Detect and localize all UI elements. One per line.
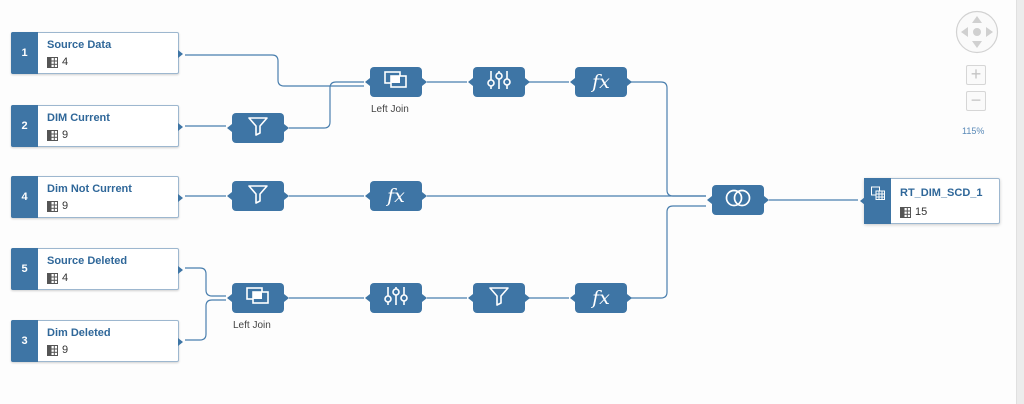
node-number: 5: [11, 248, 38, 290]
calculation-node-middle[interactable]: fx: [365, 181, 427, 211]
join-label-top: Left Join: [371, 104, 409, 115]
join-label-bottom: Left Join: [233, 320, 271, 331]
projection-icon: [486, 69, 512, 96]
source-node-source-data[interactable]: 1 Source Data 4: [11, 32, 183, 74]
wire-dim-deleted-to-join: [185, 299, 226, 341]
source-node-dim-current[interactable]: 2 DIM Current 9: [11, 105, 183, 147]
node-title: Source Data: [47, 39, 112, 51]
node-title: Dim Not Current: [47, 183, 132, 195]
input-port[interactable]: [707, 196, 712, 204]
input-port[interactable]: [227, 294, 232, 302]
target-table-icon: [870, 186, 885, 205]
calculation-icon: fx: [592, 286, 610, 309]
column-count: 4: [47, 272, 68, 284]
output-port[interactable]: [422, 192, 427, 200]
filter-node-dim-current[interactable]: [227, 113, 289, 143]
output-port[interactable]: [764, 196, 769, 204]
node-title: DIM Current: [47, 112, 110, 124]
output-port[interactable]: [178, 123, 183, 131]
input-port[interactable]: [365, 294, 370, 302]
input-port[interactable]: [227, 124, 232, 132]
column-count: 4: [47, 56, 68, 68]
output-port[interactable]: [422, 294, 427, 302]
zoom-out-button[interactable]: −: [966, 91, 986, 111]
source-node-dim-not-current[interactable]: 4 Dim Not Current 9: [11, 176, 183, 218]
table-icon: [900, 206, 911, 218]
vertical-scrollbar[interactable]: [1016, 0, 1024, 404]
output-port[interactable]: [284, 124, 289, 132]
filter-node-bottom[interactable]: [468, 283, 530, 313]
table-icon: [47, 129, 58, 141]
input-port[interactable]: [227, 192, 232, 200]
output-port[interactable]: [178, 266, 183, 274]
output-port[interactable]: [525, 78, 530, 86]
join-node-top[interactable]: [365, 67, 427, 97]
output-port[interactable]: [422, 78, 427, 86]
input-port[interactable]: [570, 294, 575, 302]
input-port[interactable]: [570, 78, 575, 86]
node-title: Source Deleted: [47, 255, 128, 267]
output-port[interactable]: [627, 78, 632, 86]
pan-navigator-icon[interactable]: [955, 10, 999, 54]
node-number: 4: [11, 176, 38, 218]
table-icon: [47, 200, 58, 212]
filter-icon: [247, 116, 269, 141]
calculation-node-top[interactable]: fx: [570, 67, 632, 97]
join-icon: [383, 70, 409, 95]
output-port[interactable]: [178, 194, 183, 202]
target-side-bar: [864, 178, 891, 224]
calculation-node-bottom[interactable]: fx: [570, 283, 632, 313]
table-icon: [47, 56, 58, 68]
table-icon: [47, 272, 58, 284]
input-port[interactable]: [365, 78, 370, 86]
output-port[interactable]: [627, 294, 632, 302]
table-icon: [47, 344, 58, 356]
column-count: 9: [47, 344, 68, 356]
target-node-rt-dim-scd-1[interactable]: RT_DIM_SCD_1 15: [860, 178, 1000, 224]
column-count: 15: [900, 206, 927, 218]
projection-node-bottom[interactable]: [365, 283, 427, 313]
calculation-icon: fx: [387, 184, 405, 207]
calculation-icon: fx: [592, 70, 610, 93]
join-node-bottom[interactable]: [227, 283, 289, 313]
source-node-source-deleted[interactable]: 5 Source Deleted 4: [11, 248, 183, 290]
projection-node-top[interactable]: [468, 67, 530, 97]
node-title: Dim Deleted: [47, 327, 111, 339]
filter-node-dim-not-current[interactable]: [227, 181, 289, 211]
column-count: 9: [47, 200, 68, 212]
input-port[interactable]: [860, 197, 865, 205]
zoom-level: 115%: [962, 126, 985, 136]
union-node[interactable]: [707, 185, 769, 215]
target-title: RT_DIM_SCD_1: [900, 187, 983, 199]
output-port[interactable]: [284, 192, 289, 200]
zoom-in-button[interactable]: +: [966, 65, 986, 85]
output-port[interactable]: [284, 294, 289, 302]
node-number: 1: [11, 32, 38, 74]
union-icon: [724, 188, 752, 213]
projection-icon: [383, 285, 409, 312]
wire-filter-to-join: [289, 81, 364, 129]
wire-source-deleted-to-join: [185, 267, 226, 297]
output-port[interactable]: [525, 294, 530, 302]
filter-icon: [488, 286, 510, 311]
node-number: 2: [11, 105, 38, 147]
source-node-dim-deleted[interactable]: 3 Dim Deleted 9: [11, 320, 183, 362]
input-port[interactable]: [365, 192, 370, 200]
input-port[interactable]: [468, 294, 473, 302]
filter-icon: [247, 184, 269, 209]
wire-calc-to-union-top: [630, 81, 706, 197]
output-port[interactable]: [178, 50, 183, 58]
input-port[interactable]: [468, 78, 473, 86]
column-count: 9: [47, 129, 68, 141]
output-port[interactable]: [178, 338, 183, 346]
join-icon: [245, 286, 271, 311]
node-number: 3: [11, 320, 38, 362]
wire-source-data-to-join: [185, 54, 364, 87]
wire-calc-to-union-bottom: [630, 205, 706, 299]
